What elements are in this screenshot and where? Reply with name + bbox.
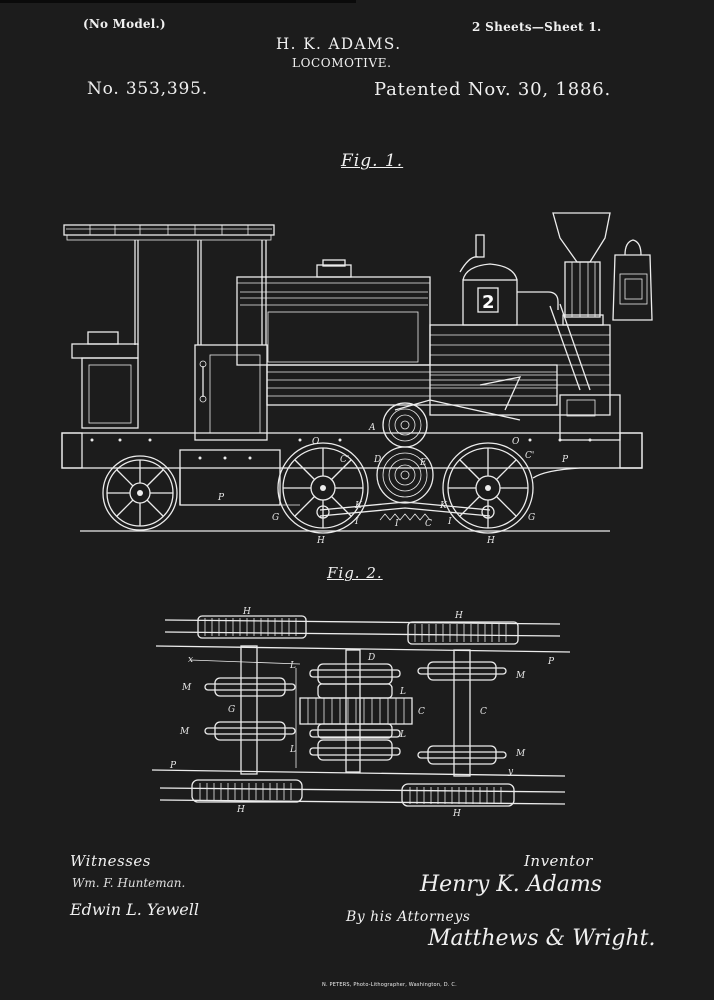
figure-1-label: Fig. 1. [341, 151, 404, 171]
front-truck-wheel [102, 455, 178, 531]
driving-wheel-front [442, 442, 534, 534]
svg-text:O: O [512, 437, 520, 447]
svg-text:H: H [316, 536, 325, 546]
svg-text:O: O [312, 437, 320, 447]
svg-text:H: H [486, 536, 495, 546]
svg-text:x: x [188, 655, 193, 665]
by-attorneys-label: By his Attorneys [346, 909, 471, 925]
svg-text:P: P [217, 493, 225, 503]
svg-text:I: I [394, 519, 399, 529]
svg-text:H: H [452, 809, 461, 819]
svg-text:P: P [547, 657, 555, 667]
svg-text:H: H [236, 805, 245, 815]
inventor-signature: Henry K. Adams [420, 872, 602, 897]
svg-text:M: M [181, 683, 192, 693]
svg-text:E: E [419, 458, 427, 468]
gear-wheel-e [376, 446, 434, 504]
svg-text:C: C [425, 519, 432, 529]
witness-1-signature: Wm. F. Hunteman. [72, 876, 186, 890]
svg-text:L: L [289, 661, 296, 671]
svg-text:I: I [354, 517, 359, 527]
svg-text:L: L [289, 745, 296, 755]
svg-text:M: M [179, 727, 190, 737]
svg-text:C: C [418, 707, 425, 717]
inventor-label: Inventor [524, 852, 593, 870]
svg-text:G: G [228, 705, 235, 715]
witnesses-label: Witnesses [70, 852, 151, 870]
svg-text:I: I [447, 517, 452, 527]
driving-wheel-rear [277, 442, 369, 534]
svg-text:G: G [528, 513, 535, 523]
invention-title: LOCOMOTIVE. [292, 56, 392, 70]
no-model-note: (No Model.) [83, 17, 166, 31]
witness-2-signature: Edwin L. Yewell [70, 900, 199, 919]
sheet-count: 2 Sheets—Sheet 1. [472, 20, 602, 34]
svg-text:D: D [373, 455, 381, 465]
svg-text:P: P [169, 761, 177, 771]
svg-text:C': C' [340, 455, 349, 465]
svg-text:D: D [367, 653, 375, 663]
gear-h-bottom-left [191, 779, 303, 803]
svg-text:C: C [480, 707, 487, 717]
svg-text:H: H [454, 611, 463, 621]
svg-text:C': C' [525, 451, 534, 461]
svg-text:L: L [399, 730, 406, 740]
attorney-signature: Matthews & Wright. [428, 926, 656, 951]
gear-h-top-left [197, 615, 307, 639]
svg-text:2: 2 [482, 292, 495, 313]
top-edge-band [0, 0, 356, 3]
lithographer-credit: N. PETERS, Photo-Lithographer, Washingto… [322, 982, 457, 988]
svg-text:K: K [439, 501, 448, 511]
inventor-name-heading: H. K. ADAMS. [276, 34, 402, 53]
patent-date: Patented Nov. 30, 1886. [374, 79, 611, 100]
gear-h-bottom-right [401, 783, 515, 807]
svg-text:L: L [399, 687, 406, 697]
figure-2-label: Fig. 2. [327, 564, 383, 582]
svg-text:K: K [354, 501, 363, 511]
patent-number: No. 353,395. [87, 79, 208, 99]
svg-text:M: M [515, 749, 526, 759]
svg-text:M: M [515, 671, 526, 681]
svg-text:y: y [507, 767, 514, 777]
svg-text:H: H [242, 607, 251, 617]
gear-h-top-right [407, 621, 519, 645]
svg-text:A: A [368, 423, 376, 433]
svg-text:P: P [561, 455, 569, 465]
svg-text:G: G [272, 513, 279, 523]
